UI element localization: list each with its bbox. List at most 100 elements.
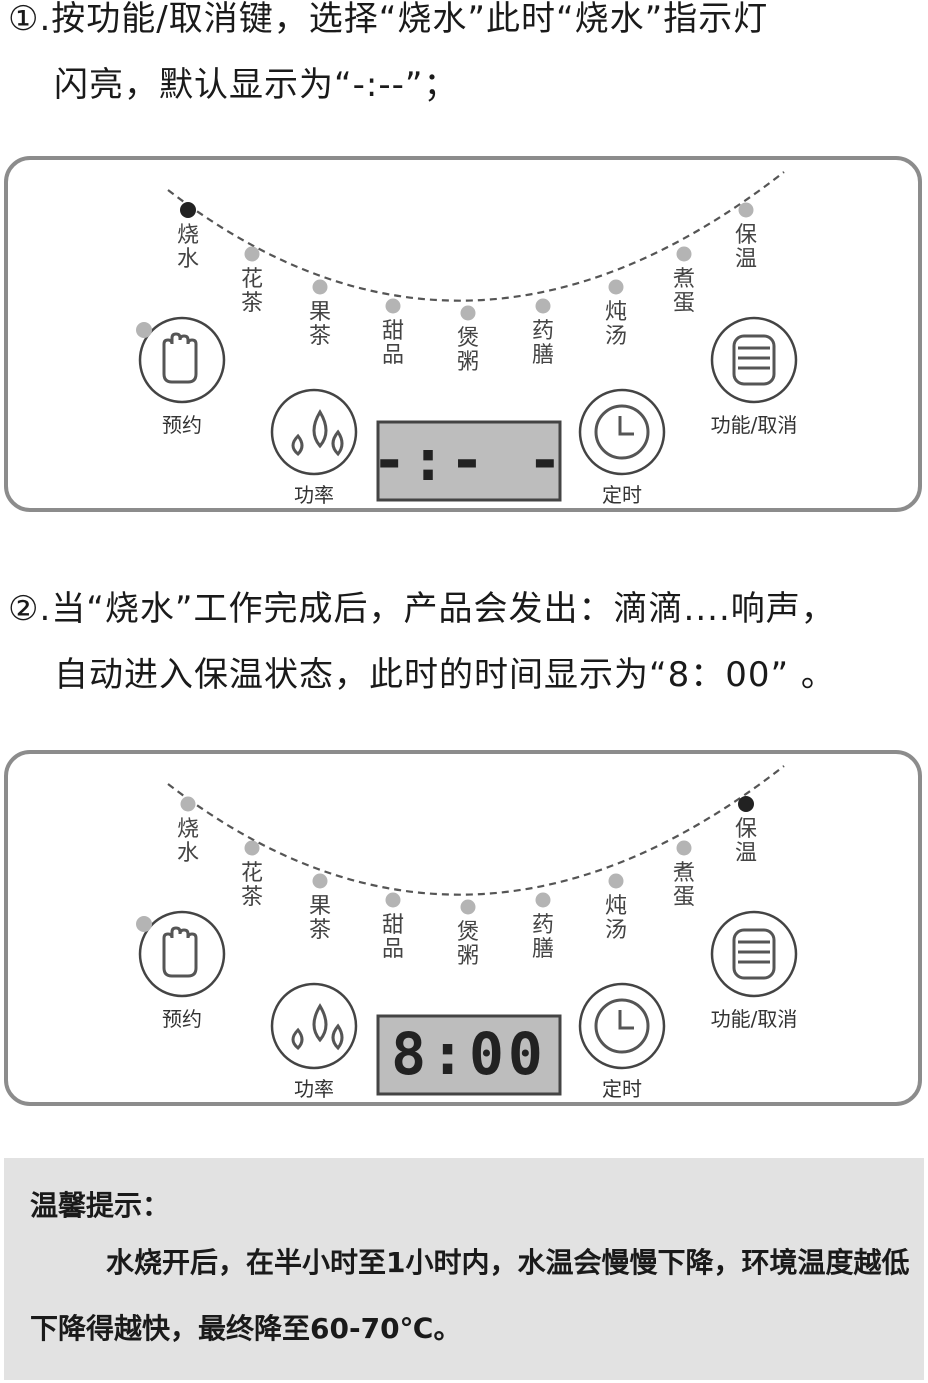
hand-icon <box>162 332 198 384</box>
mode-indicator-3 <box>385 892 401 908</box>
mode-label-5-char-1: 药 <box>532 319 554 344</box>
mode-indicator-4 <box>460 305 476 321</box>
mode-label-5-char-1: 药 <box>532 913 554 938</box>
step-2-line-2: 自动进入保温状态，此时的时间显示为“8：00” 。 <box>54 655 836 695</box>
mode-indicator-3 <box>385 298 401 314</box>
timer-button-ring[interactable] <box>578 388 666 476</box>
mode-label-8-char-1: 保 <box>735 223 757 248</box>
reserve-indicator <box>136 322 152 338</box>
reserve-button-label: 预约 <box>162 413 202 437</box>
mode-label-8-char-2: 温 <box>735 841 757 866</box>
mode-label-7-char-2: 蛋 <box>673 291 695 316</box>
mode-label-5-char-2: 膳 <box>532 343 554 368</box>
water-drops-icon <box>291 1003 344 1051</box>
reserve-button[interactable] <box>138 910 226 998</box>
mode-label-3-char-1: 甜 <box>382 319 404 344</box>
reserve-button[interactable] <box>138 316 226 404</box>
tip-body: 水烧开后，在半小时至1小时内，水温会慢慢下降，环境温度越低下降得越快，最终降至6… <box>30 1246 910 1345</box>
mode-indicator-0 <box>180 796 196 812</box>
mode-label-7-char-2: 蛋 <box>673 885 695 910</box>
mode-indicator-7 <box>676 246 692 262</box>
control-panel-1-graphic: 烧水花茶果茶甜品煲粥药膳炖汤煮蛋保温预约功率定时功能/取消-:- - <box>136 171 798 507</box>
step-1-line-2: 闪亮，默认显示为“-:--”； <box>54 65 459 105</box>
mode-label-4-char-1: 煲 <box>457 920 479 945</box>
reserve-indicator <box>136 916 152 932</box>
function-cancel-button-label: 功能/取消 <box>711 413 798 437</box>
mode-label-4-char-2: 粥 <box>457 944 479 969</box>
reserve-button-ring[interactable] <box>138 316 226 404</box>
mode-indicator-6 <box>608 279 624 295</box>
control-panel-1: 烧水花茶果茶甜品煲粥药膳炖汤煮蛋保温预约功率定时功能/取消-:- - <box>4 156 922 512</box>
power-button[interactable] <box>270 388 358 476</box>
mode-indicator-1 <box>244 840 260 856</box>
time-display-text: 8:00 <box>391 1020 547 1088</box>
time-display <box>376 1014 562 1096</box>
mode-label-3-char-1: 甜 <box>382 913 404 938</box>
timer-button[interactable] <box>578 982 666 1070</box>
tip-title: 温馨提示： <box>30 1189 171 1222</box>
mode-indicator-6 <box>608 873 624 889</box>
mode-label-7-char-1: 煮 <box>673 267 695 292</box>
reserve-button-ring[interactable] <box>138 910 226 998</box>
mode-indicator-2 <box>312 279 328 295</box>
function-cancel-button-ring[interactable] <box>710 910 798 998</box>
mode-label-2-char-2: 茶 <box>309 918 331 943</box>
mode-indicator-7 <box>676 840 692 856</box>
mode-indicator-2 <box>312 873 328 889</box>
function-cancel-button-label: 功能/取消 <box>711 1007 798 1031</box>
mode-label-7-char-1: 煮 <box>673 861 695 886</box>
mode-label-0-char-1: 烧 <box>177 223 199 248</box>
mode-label-6-char-1: 炖 <box>605 894 627 919</box>
timer-button-ring[interactable] <box>578 982 666 1070</box>
reserve-button-label: 预约 <box>162 1007 202 1031</box>
menu-icon <box>732 334 776 386</box>
mode-arc <box>167 171 785 302</box>
timer-button-label: 定时 <box>602 1077 642 1101</box>
mode-indicator-8 <box>738 202 754 218</box>
mode-label-8-char-1: 保 <box>735 817 757 842</box>
mode-label-8-char-2: 温 <box>735 247 757 272</box>
mode-label-2-char-1: 果 <box>309 894 331 919</box>
mode-label-4-char-1: 煲 <box>457 326 479 351</box>
clock-icon <box>594 998 650 1054</box>
mode-label-2-char-2: 茶 <box>309 324 331 349</box>
timer-button-label: 定时 <box>602 483 642 507</box>
mode-indicator-1 <box>244 246 260 262</box>
step-1-line-1: ①.按功能/取消键，选择“烧水”此时“烧水”指示灯 <box>8 0 769 39</box>
timer-button[interactable] <box>578 388 666 476</box>
function-cancel-button[interactable] <box>710 316 798 404</box>
time-display <box>376 420 562 502</box>
control-panel-2-graphic: 烧水花茶果茶甜品煲粥药膳炖汤煮蛋保温预约功率定时功能/取消8:00 <box>136 765 798 1101</box>
mode-label-5-char-2: 膳 <box>532 937 554 962</box>
mode-label-4-char-2: 粥 <box>457 350 479 375</box>
hand-icon <box>162 926 198 978</box>
step-2-line-1: ②.当“烧水”工作完成后，产品会发出：滴滴....响声， <box>8 589 836 629</box>
mode-label-1-char-2: 茶 <box>241 291 263 316</box>
mode-indicator-0 <box>180 202 196 218</box>
water-drops-icon <box>291 409 344 457</box>
power-button-label: 功率 <box>294 483 334 507</box>
mode-label-0-char-2: 水 <box>177 841 199 866</box>
tip-box: 温馨提示： 水烧开后，在半小时至1小时内，水温会慢慢下降，环境温度越低下降得越快… <box>4 1158 924 1380</box>
mode-label-2-char-1: 果 <box>309 300 331 325</box>
function-cancel-button[interactable] <box>710 910 798 998</box>
mode-indicator-5 <box>535 892 551 908</box>
mode-indicator-5 <box>535 298 551 314</box>
mode-label-1-char-1: 花 <box>241 267 263 292</box>
mode-label-6-char-2: 汤 <box>605 324 627 349</box>
mode-label-0-char-2: 水 <box>177 247 199 272</box>
mode-label-3-char-2: 品 <box>382 343 404 368</box>
mode-label-3-char-2: 品 <box>382 937 404 962</box>
mode-label-1-char-2: 茶 <box>241 885 263 910</box>
mode-indicator-4 <box>460 899 476 915</box>
mode-arc <box>167 765 785 896</box>
clock-icon <box>594 404 650 460</box>
mode-label-0-char-1: 烧 <box>177 817 199 842</box>
mode-indicator-8 <box>738 796 754 812</box>
mode-label-6-char-1: 炖 <box>605 300 627 325</box>
power-button-label: 功率 <box>294 1077 334 1101</box>
menu-icon <box>732 928 776 980</box>
power-button[interactable] <box>270 982 358 1070</box>
function-cancel-button-ring[interactable] <box>710 316 798 404</box>
